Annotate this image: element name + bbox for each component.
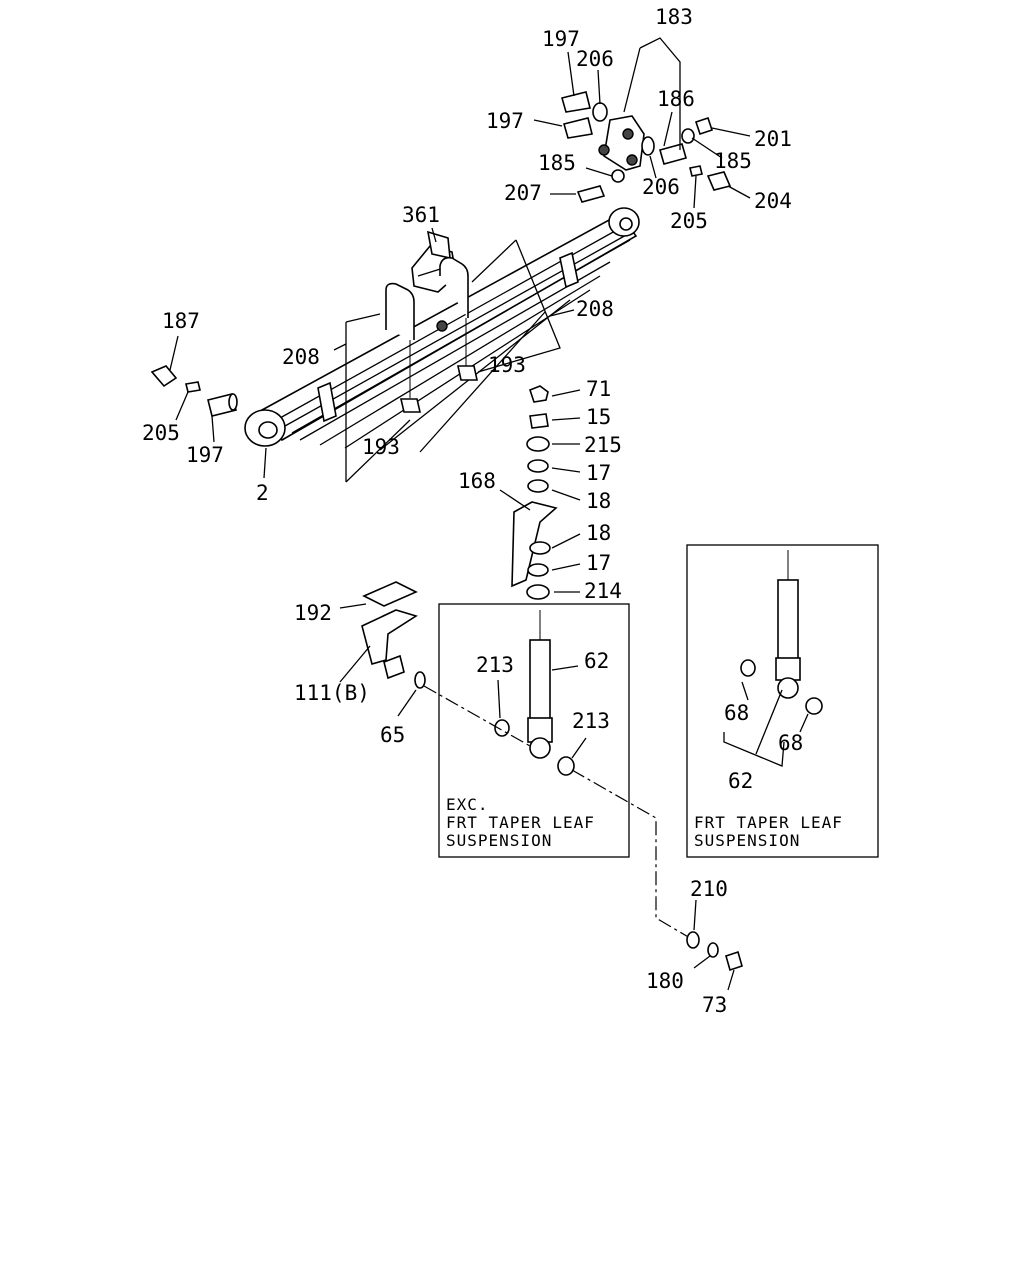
- pin-186: [659, 143, 687, 165]
- note-suspension-1: SUSPENSION: [446, 831, 552, 850]
- u-bolt-rear: [439, 256, 478, 381]
- label-168: 168: [458, 469, 496, 493]
- label-206-low: 206: [642, 175, 680, 199]
- label-201: 201: [754, 127, 792, 151]
- label-214: 214: [584, 579, 622, 603]
- callout-labels: 183 197 206 186 197 201 185 185 207 206 …: [142, 5, 803, 1017]
- pin-197-upper: [561, 91, 591, 113]
- label-65: 65: [380, 723, 405, 747]
- note-suspension-2: SUSPENSION: [694, 831, 800, 850]
- label-183: 183: [655, 5, 693, 29]
- nut-73: [725, 950, 743, 972]
- bracket-111B: [361, 609, 418, 665]
- label-71: 71: [586, 377, 611, 401]
- washer-65: [414, 671, 426, 689]
- label-62-box2: 62: [728, 769, 753, 793]
- rear-shackle-group: [561, 91, 732, 203]
- label-197-mid: 197: [486, 109, 524, 133]
- label-186: 186: [657, 87, 695, 111]
- label-361: 361: [402, 203, 440, 227]
- washer-18-lower: [529, 541, 551, 555]
- washer-17: [527, 459, 549, 473]
- label-73: 73: [702, 993, 727, 1017]
- front-pin-group: [150, 365, 238, 417]
- nut-193-front: [399, 398, 422, 413]
- label-192: 192: [294, 601, 332, 625]
- bolt-207: [576, 185, 606, 203]
- washer-185: [681, 128, 695, 144]
- washer-185-lower: [611, 169, 625, 183]
- label-204: 204: [754, 189, 792, 213]
- bushing-214: [526, 584, 550, 600]
- shock-absorber-62-alt: [740, 550, 823, 715]
- label-215: 215: [584, 433, 622, 457]
- label-18-lower: 18: [586, 521, 611, 545]
- label-208-left: 208: [282, 345, 320, 369]
- label-185-left: 185: [538, 151, 576, 175]
- shock-absorber-62: [494, 610, 575, 776]
- washer-206-upper: [592, 102, 608, 122]
- note-frt-taper-leaf-2: FRT TAPER LEAF: [694, 813, 843, 832]
- label-15: 15: [586, 405, 611, 429]
- nut-71: [529, 385, 549, 403]
- upper-mount-stack: [511, 385, 558, 600]
- label-193-left: 193: [362, 435, 400, 459]
- label-18-upper: 18: [586, 489, 611, 513]
- nut-193-rear: [457, 365, 478, 381]
- frt-taper-box: [686, 544, 879, 858]
- label-111B: 111(B): [294, 681, 370, 705]
- label-197-top: 197: [542, 27, 580, 51]
- label-68-left: 68: [724, 701, 749, 725]
- label-206-top: 206: [576, 47, 614, 71]
- label-213-left: 213: [476, 653, 514, 677]
- label-205-rear: 205: [670, 209, 708, 233]
- box-notes: EXC. FRT TAPER LEAF SUSPENSION FRT TAPER…: [446, 795, 843, 850]
- exc-frt-taper-box: [438, 603, 630, 858]
- label-208-right: 208: [576, 297, 614, 321]
- note-frt-taper-leaf-1: FRT TAPER LEAF: [446, 813, 595, 832]
- fitting-205-rear: [689, 165, 703, 177]
- bushing-68-a: [740, 659, 756, 677]
- fitting-204: [706, 171, 732, 191]
- bushing-68-b: [805, 697, 823, 715]
- washer-180: [707, 942, 719, 958]
- washer-17-lower: [527, 563, 549, 577]
- label-68-right: 68: [778, 731, 803, 755]
- label-197-front: 197: [186, 443, 224, 467]
- nut-201: [694, 116, 714, 136]
- spring-clip-front: [317, 381, 337, 423]
- label-17-lower: 17: [586, 551, 611, 575]
- label-17-upper: 17: [586, 461, 611, 485]
- lower-mount: [361, 581, 426, 689]
- washer-210: [686, 931, 700, 949]
- label-213-right: 213: [572, 709, 610, 733]
- leader-lines: [169, 37, 809, 991]
- label-210: 210: [690, 877, 728, 901]
- label-180: 180: [646, 969, 684, 993]
- label-193-right: 193: [488, 353, 526, 377]
- pin-197-lower: [563, 117, 593, 139]
- washer-18: [527, 479, 549, 493]
- label-185-right: 185: [714, 149, 752, 173]
- grease-fitting-187: [150, 365, 178, 388]
- leaf-spring: [244, 207, 640, 453]
- bushing-213-b: [557, 756, 575, 776]
- label-187: 187: [162, 309, 200, 333]
- spring-clip-rear: [559, 251, 579, 289]
- bushing-215: [526, 436, 550, 452]
- label-2: 2: [256, 481, 269, 505]
- label-205-front: 205: [142, 421, 180, 445]
- nut-15: [529, 413, 549, 429]
- fitting-205: [185, 381, 201, 393]
- label-207: 207: [504, 181, 542, 205]
- center-bolt: [436, 320, 448, 332]
- shackle-plate: [603, 115, 645, 171]
- washer-206-lower: [641, 136, 655, 156]
- note-exc: EXC.: [446, 795, 489, 814]
- plate-192: [362, 581, 418, 607]
- label-62-box1: 62: [584, 649, 609, 673]
- u-bolt-front: [385, 282, 422, 413]
